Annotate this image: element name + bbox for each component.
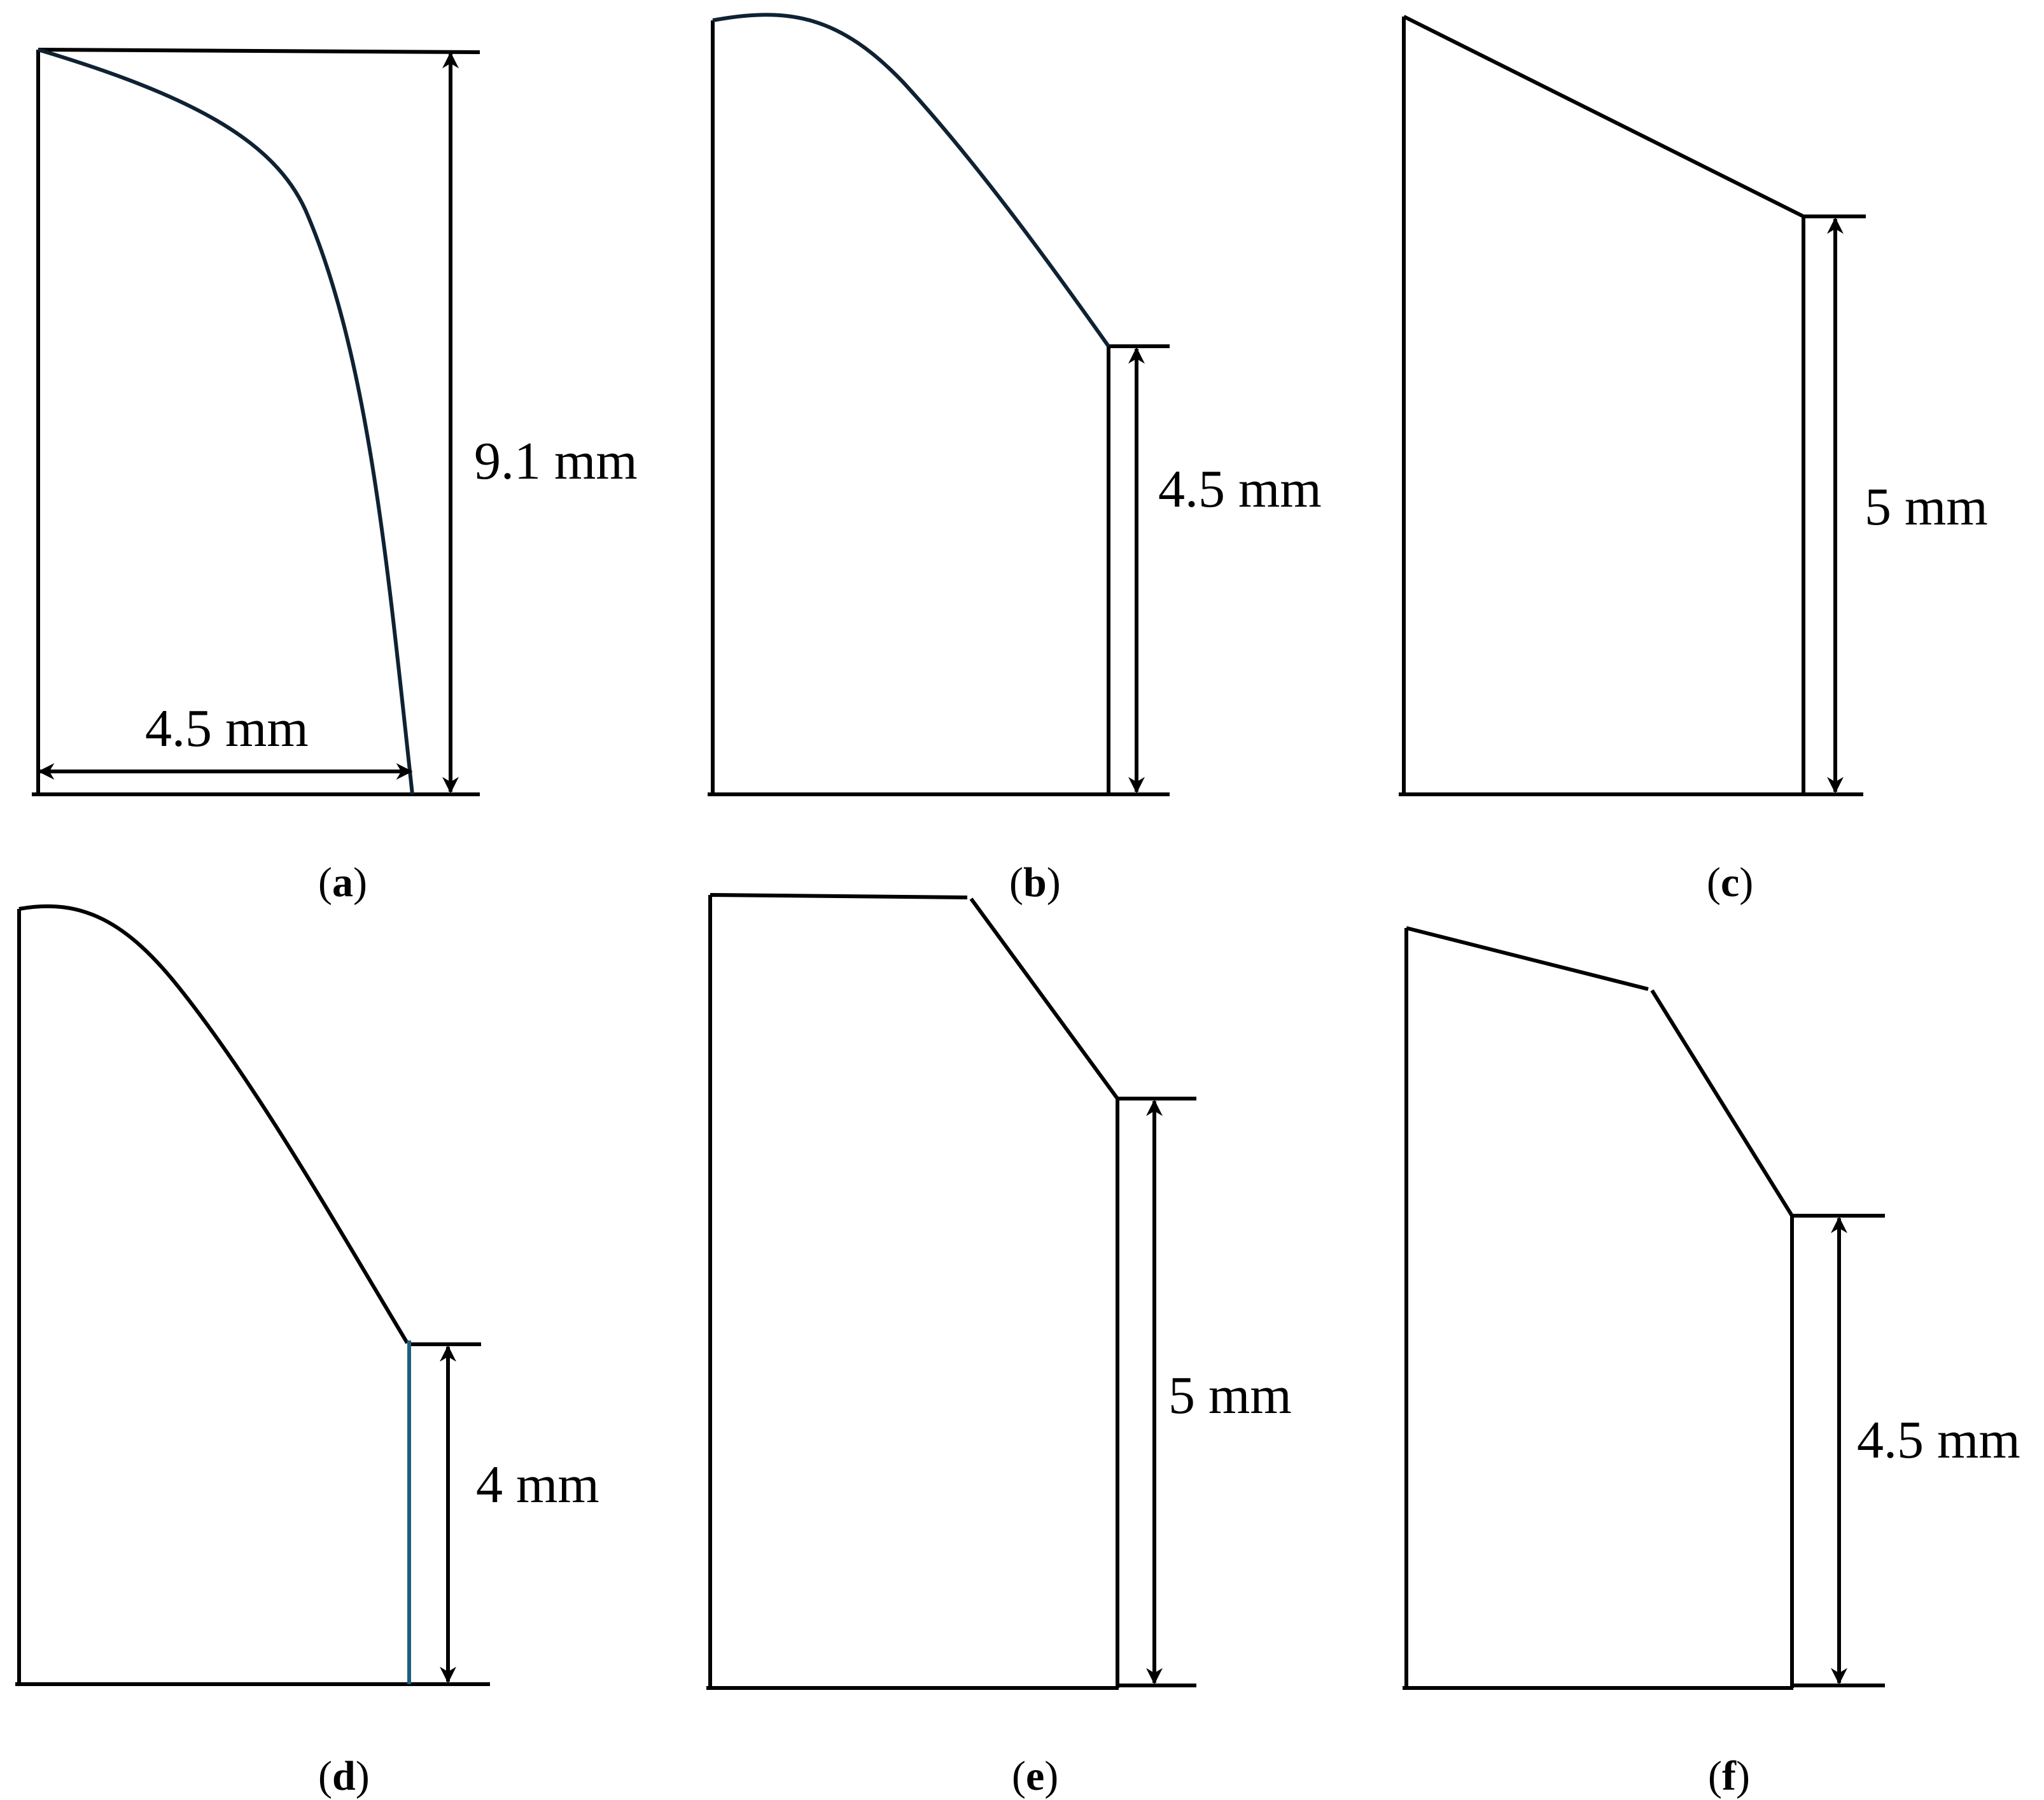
panel-c: 5 mm (c) (1399, 15, 1988, 906)
panel-b-outline (708, 20, 1170, 796)
panel-a: 9.1 mm 4.5 mm (a) (32, 48, 638, 906)
panel-a-outline (32, 48, 480, 796)
panel-a-caption: (a) (318, 859, 367, 906)
panel-f: 4.5 mm (f) (1403, 926, 2020, 1799)
panel-f-caption: (f) (1708, 1753, 1750, 1799)
panel-b-height-label: 4.5 mm (1158, 460, 1322, 519)
panel-d-height-label: 4 mm (476, 1455, 599, 1514)
panel-a-height-label: 9.1 mm (474, 432, 638, 491)
panel-b-curve (712, 13, 1110, 348)
panel-d-caption: (d) (318, 1753, 370, 1799)
panel-e-height-label: 5 mm (1168, 1366, 1292, 1425)
panel-e: 5 mm (e) (706, 893, 1292, 1799)
panel-b-caption: (b) (1009, 859, 1061, 906)
panel-e-caption: (e) (1012, 1753, 1058, 1799)
panel-c-outline (1399, 15, 1866, 796)
panel-c-height-label: 5 mm (1865, 477, 1988, 537)
panel-c-caption: (c) (1707, 859, 1753, 906)
panel-e-outline (706, 893, 1196, 1690)
panel-f-outline (1403, 926, 1885, 1690)
panel-a-curve (38, 48, 414, 795)
panel-a-width-label: 4.5 mm (145, 699, 309, 758)
panel-d: 4 mm (d) (15, 904, 599, 1799)
panel-b: 4.5 mm (b) (708, 13, 1322, 906)
panel-f-height-label: 4.5 mm (1857, 1410, 2020, 1470)
panel-d-curve (18, 904, 409, 1344)
panel-d-outline (15, 909, 490, 1686)
